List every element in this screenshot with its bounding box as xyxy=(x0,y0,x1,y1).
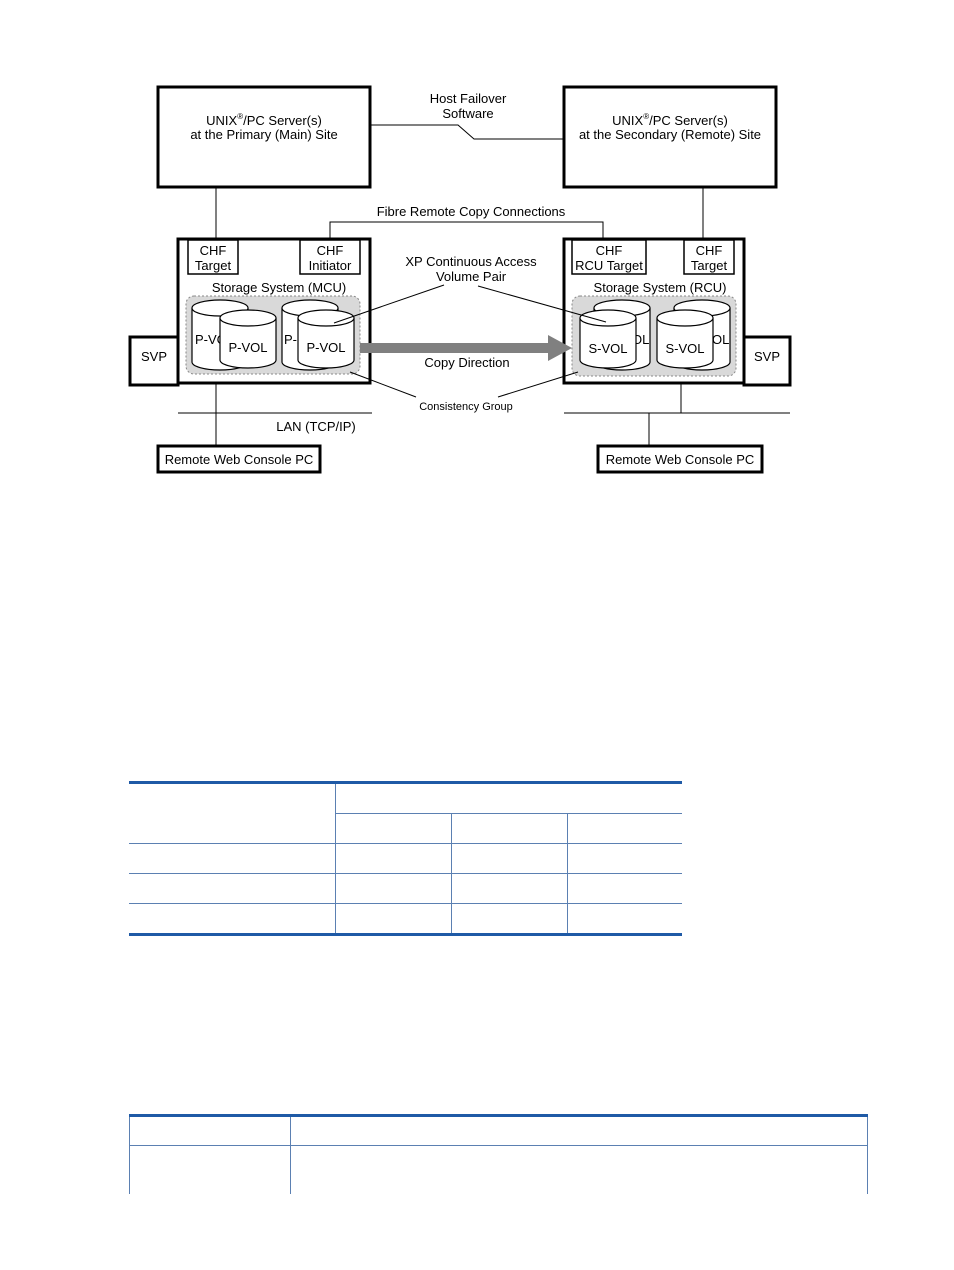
xp-pair-line1: XP Continuous Access xyxy=(405,254,537,269)
table-cell xyxy=(334,903,452,935)
rcu-chf-rcu-target-line1: CHF xyxy=(596,243,623,258)
table-cell xyxy=(129,903,336,935)
table-cell xyxy=(450,813,568,844)
rcu-chf-target-box xyxy=(683,239,735,275)
svp-right-box xyxy=(742,335,792,387)
consistency-group-label: Consistency Group xyxy=(419,401,513,413)
table-cell xyxy=(290,1145,868,1194)
table-cell xyxy=(129,782,336,844)
table-row xyxy=(129,873,683,904)
mcu-title: Storage System (MCU) xyxy=(212,280,346,295)
rcu-title: Storage System (RCU) xyxy=(594,280,727,295)
mcu-volume-front-2: P-VOL xyxy=(297,309,355,369)
svp-left-box xyxy=(128,335,180,387)
mcu-chf-target-line2: Target xyxy=(195,258,232,273)
xp-pair-pointer-left xyxy=(333,284,445,324)
host-failover-line2: Software xyxy=(442,106,493,121)
primary-server-box xyxy=(156,85,372,189)
host-failover-link xyxy=(370,124,564,140)
mcu-chf-initiator-line2: Initiator xyxy=(309,258,352,273)
table-cell xyxy=(334,782,683,814)
mcu-chf-initiator-box xyxy=(299,239,361,275)
rcu-volume-back-2-label: OL xyxy=(712,332,729,347)
mcu-volume-back-2-label: P- xyxy=(284,332,297,347)
fibre-remote-copy-label: Fibre Remote Copy Connections xyxy=(377,204,566,219)
table-row xyxy=(129,813,683,844)
secondary-server-line1: UNIX®/PC Server(s) xyxy=(612,112,728,128)
data-table-1 xyxy=(129,781,683,936)
table-row xyxy=(129,1145,868,1194)
mcu-chf-target-box xyxy=(187,239,239,275)
secondary-server-line2: at the Secondary (Remote) Site xyxy=(579,127,761,142)
table-cell xyxy=(129,1145,291,1194)
copy-direction-label: Copy Direction xyxy=(424,355,509,370)
table-cell xyxy=(334,843,452,874)
consistency-group-pointer-left xyxy=(349,371,417,398)
mcu-volume-front-1-label: P-VOL xyxy=(228,340,267,355)
rcu-chf-rcu-target-box xyxy=(571,239,647,275)
consistency-group-pointer-right xyxy=(497,371,579,398)
fibre-remote-copy-link xyxy=(329,221,604,240)
table-cell xyxy=(566,843,683,874)
mcu-volume-front-2-label: P-VOL xyxy=(306,340,345,355)
table-cell xyxy=(129,873,336,904)
table-row xyxy=(129,782,683,844)
svp-left-label: SVP xyxy=(141,349,167,364)
remote-web-console-right xyxy=(596,444,764,474)
table-cell xyxy=(450,843,568,874)
xp-pair-pointer-right xyxy=(477,285,607,323)
table-cell xyxy=(566,873,683,904)
rcu-volume-front-1: S-VOL xyxy=(579,309,637,369)
table-row xyxy=(129,843,683,874)
mcu-chf-initiator-line1: CHF xyxy=(317,243,344,258)
table-row xyxy=(129,1115,868,1146)
remote-copy-diagram: UNIX®/PC Server(s) at the Primary (Main)… xyxy=(128,85,792,474)
table-cell xyxy=(566,903,683,935)
data-table-2 xyxy=(129,1114,868,1194)
table-cell xyxy=(290,1115,868,1146)
rcu-chf-rcu-target-line2: RCU Target xyxy=(575,258,643,273)
copy-direction-arrow xyxy=(360,335,572,361)
svp-right-label: SVP xyxy=(754,349,780,364)
table-cell xyxy=(334,873,452,904)
rcu-volume-front-2-label: S-VOL xyxy=(665,341,704,356)
remote-web-console-right-label: Remote Web Console PC xyxy=(606,452,755,467)
table-row xyxy=(129,903,683,935)
rcu-volume-front-1-label: S-VOL xyxy=(588,341,627,356)
table-cell xyxy=(335,813,452,844)
table-cell xyxy=(129,843,336,874)
primary-server-line1: UNIX®/PC Server(s) xyxy=(206,112,322,128)
rcu-chf-target-line2: Target xyxy=(691,258,728,273)
host-failover-line1: Host Failover xyxy=(430,91,507,106)
table-cell xyxy=(450,873,568,904)
table-cell xyxy=(129,1115,291,1146)
mcu-chf-target-line1: CHF xyxy=(200,243,227,258)
xp-pair-line2: Volume Pair xyxy=(436,269,507,284)
lan-label: LAN (TCP/IP) xyxy=(276,419,355,434)
remote-web-console-left xyxy=(156,444,322,474)
table-cell xyxy=(566,813,683,844)
secondary-server-box xyxy=(562,85,778,189)
mcu-volume-back-1-label: P-VC xyxy=(195,332,226,347)
remote-web-console-left-label: Remote Web Console PC xyxy=(165,452,314,467)
rcu-volume-front-2: S-VOL xyxy=(656,309,714,369)
table-cell xyxy=(450,903,568,935)
primary-server-line2: at the Primary (Main) Site xyxy=(190,127,337,142)
rcu-chf-target-line1: CHF xyxy=(696,243,723,258)
mcu-volume-front-1: P-VOL xyxy=(219,309,277,369)
